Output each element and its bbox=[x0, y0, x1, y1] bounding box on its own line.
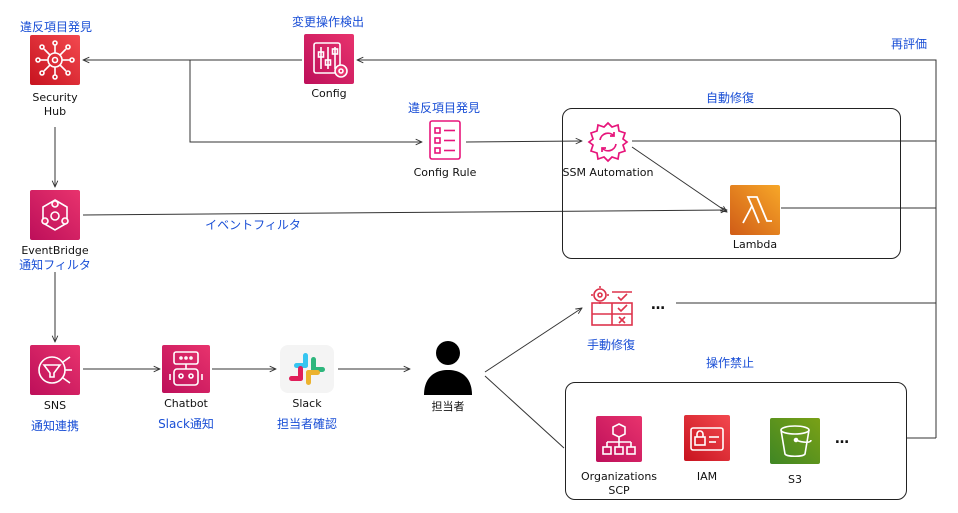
sns-icon bbox=[30, 345, 80, 395]
eventbridge-to-lambda-arrow bbox=[82, 210, 727, 216]
organizations-label: Organizations SCP bbox=[580, 470, 658, 497]
chatbot-label: Chatbot bbox=[164, 397, 208, 410]
config-rule-label: Config Rule bbox=[413, 166, 477, 179]
security-hub-icon bbox=[30, 35, 80, 85]
auto-remediation-group bbox=[562, 108, 901, 259]
lambda-icon bbox=[730, 185, 780, 235]
iam-icon bbox=[684, 415, 730, 461]
security-hub-label: Security Hub bbox=[32, 91, 78, 118]
eventbridge-label: EventBridge bbox=[21, 244, 89, 257]
s3-label: S3 bbox=[788, 473, 802, 486]
config-label: Config bbox=[311, 87, 347, 100]
sns-label: SNS bbox=[43, 399, 67, 412]
manual-ellipsis: … bbox=[651, 297, 665, 313]
manual-remediation-label: 手動修復 bbox=[586, 338, 635, 352]
ssm-to-lambda-arrow bbox=[631, 146, 727, 212]
iam-label: IAM bbox=[696, 470, 718, 483]
reevaluate-arrow bbox=[357, 60, 937, 438]
sns-sub-label: 通知連携 bbox=[30, 419, 79, 433]
lambda-label: Lambda bbox=[732, 238, 778, 251]
slack-icon bbox=[280, 345, 334, 393]
config-rule-icon bbox=[425, 118, 465, 162]
person-to-prohibited-line bbox=[484, 375, 565, 449]
slack-sub-label: 担当者確認 bbox=[276, 417, 337, 431]
auto-remediation-label: 自動修復 bbox=[705, 91, 754, 105]
person-to-manual-arrow bbox=[484, 308, 582, 373]
event-filter-label: イベントフィルタ bbox=[205, 218, 301, 232]
slack-label: Slack bbox=[292, 397, 322, 410]
person-label: 担当者 bbox=[431, 400, 465, 413]
chatbot-icon bbox=[162, 345, 210, 393]
ssm-automation-label: SSM Automation bbox=[562, 166, 654, 179]
prohibited-ellipsis: … bbox=[835, 431, 849, 447]
organizations-icon bbox=[596, 416, 642, 462]
s3-bucket-icon bbox=[770, 418, 820, 464]
config-icon bbox=[304, 34, 354, 84]
person-icon bbox=[418, 340, 478, 396]
ssm-automation-icon bbox=[585, 119, 631, 165]
securityhub-top-label: 違反項目発見 bbox=[19, 20, 92, 34]
checklist-gear-icon bbox=[588, 283, 636, 329]
config-top-label: 変更操作検出 bbox=[291, 15, 364, 29]
eventbridge-icon bbox=[30, 190, 80, 240]
prohibited-group bbox=[565, 382, 907, 500]
config-rule-top-label: 違反項目発見 bbox=[407, 101, 480, 115]
config-to-rule-arrow bbox=[189, 60, 422, 142]
prohibited-label: 操作禁止 bbox=[705, 356, 754, 370]
eventbridge-sub-label: 通知フィルタ bbox=[19, 258, 91, 272]
chatbot-sub-label: Slack通知 bbox=[158, 417, 214, 431]
reevaluate-label: 再評価 bbox=[890, 37, 927, 51]
